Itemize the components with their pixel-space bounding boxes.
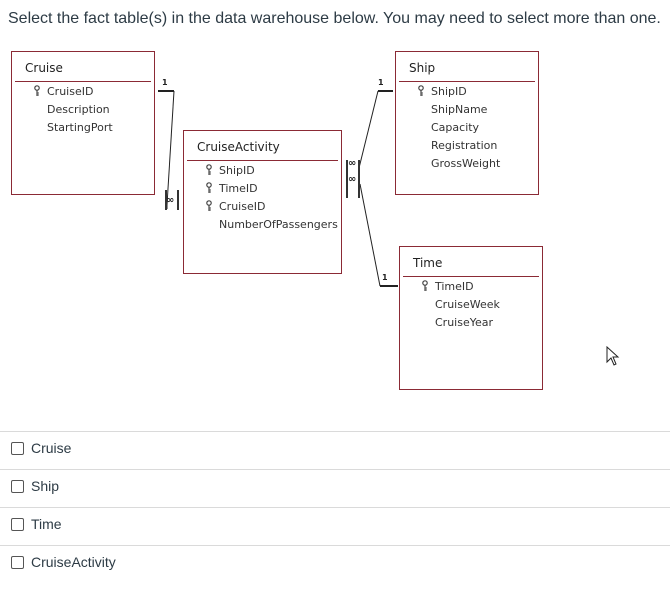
divider [0, 545, 670, 546]
field-shipid: ShipID [431, 85, 467, 98]
table-cruise: Cruise CruiseID Description StartingPort [11, 51, 155, 195]
field-description: Description [47, 103, 110, 116]
checkbox[interactable] [11, 555, 24, 569]
option-cruise[interactable]: Cruise [11, 440, 71, 456]
mouse-cursor-icon [606, 346, 620, 366]
field-timeid: TimeID [435, 280, 474, 293]
cardinality-one-ship: 1 [378, 78, 384, 87]
field-shipid: ShipID [219, 164, 255, 177]
table-time: Time TimeID CruiseWeek CruiseYear [399, 246, 543, 390]
table-title: Ship [409, 61, 436, 75]
field-cruiseyear: CruiseYear [435, 316, 494, 329]
field-timeid: TimeID [219, 182, 258, 195]
relationship-lines [158, 90, 398, 287]
table-divider [15, 81, 151, 82]
field-cruiseweek: CruiseWeek [435, 298, 500, 311]
checkbox[interactable] [11, 479, 24, 493]
cardinality-many-time: ∞ [348, 174, 357, 185]
table-title: Time [413, 256, 443, 270]
option-label: CruiseActivity [31, 554, 116, 570]
key-icon [422, 280, 428, 291]
table-cruise-activity: CruiseActivity ShipID TimeID CruiseID Nu… [183, 130, 342, 274]
option-label: Cruise [31, 440, 72, 456]
field-shipname: ShipName [431, 103, 488, 116]
field-numberofpassengers: NumberOfPassengers [219, 218, 338, 231]
cardinality-one-cruise: 1 [162, 78, 168, 87]
key-icon [418, 85, 424, 96]
key-icon [206, 182, 212, 193]
table-divider [399, 81, 535, 82]
field-cruiseid: CruiseID [47, 85, 94, 98]
checkbox[interactable] [11, 517, 24, 531]
key-icon [206, 164, 212, 175]
field-capacity: Capacity [431, 121, 480, 134]
option-time[interactable]: Time [11, 516, 62, 532]
field-grossweight: GrossWeight [431, 157, 501, 170]
divider [0, 507, 670, 508]
key-icon [34, 85, 40, 96]
field-registration: Registration [431, 139, 498, 152]
table-title: CruiseActivity [197, 140, 280, 154]
option-label: Time [31, 516, 62, 532]
cardinality-many-ship: ∞ [348, 158, 357, 169]
cardinality-many-cruise: ∞ [166, 195, 175, 206]
database-diagram: 1 ∞ 1 ∞ ∞ 1 Cruise CruiseID Description … [11, 51, 543, 390]
option-ship[interactable]: Ship [11, 478, 59, 494]
option-label: Ship [31, 478, 60, 494]
key-icon [206, 200, 212, 211]
table-title: Cruise [25, 61, 63, 75]
field-cruiseid: CruiseID [219, 200, 266, 213]
table-ship: Ship ShipID ShipName Capacity Registrati… [395, 51, 539, 195]
checkbox[interactable] [11, 441, 24, 455]
divider [0, 431, 670, 432]
question-text: Select the fact table(s) in the data war… [8, 10, 661, 27]
table-divider [187, 160, 338, 161]
cardinality-one-time: 1 [382, 273, 388, 282]
field-startingport: StartingPort [47, 121, 113, 134]
table-divider [403, 276, 539, 277]
option-cruiseactivity[interactable]: CruiseActivity [11, 554, 116, 570]
divider [0, 469, 670, 470]
